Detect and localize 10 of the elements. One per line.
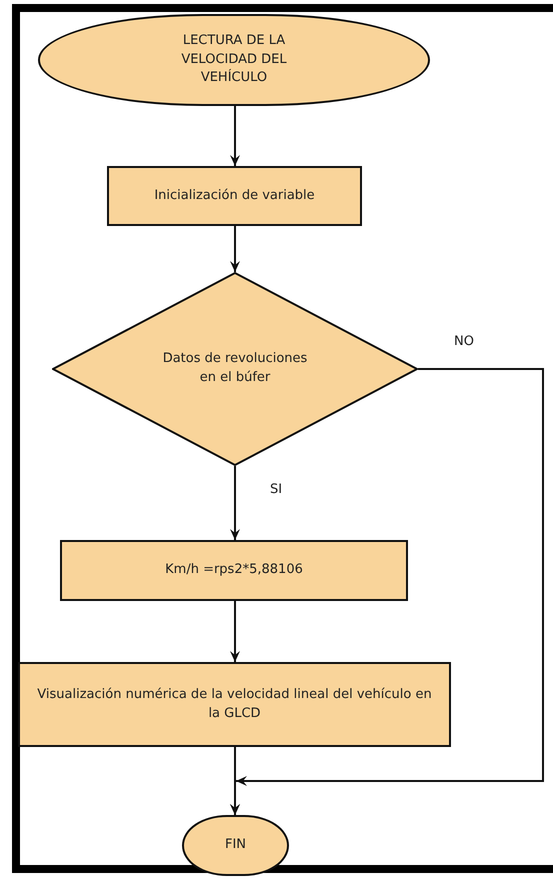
node-text: FIN (224, 836, 246, 854)
node-text: Km/h =rps2*5,88106 (165, 561, 303, 580)
process-box (107, 166, 362, 226)
node-text: LECTURA DE LA VELOCIDAD DEL VEHÍCULO (180, 32, 288, 88)
process-box (18, 662, 451, 747)
process-box (60, 540, 408, 601)
node-text: Datos de revoluciones en el búfer (162, 350, 308, 387)
decision-diamond (52, 272, 418, 466)
node-text: Visualización numérica de la velocidad lineal del vehículo en la GLCD (36, 686, 433, 722)
node-text: Inicialización de variable (154, 186, 315, 205)
